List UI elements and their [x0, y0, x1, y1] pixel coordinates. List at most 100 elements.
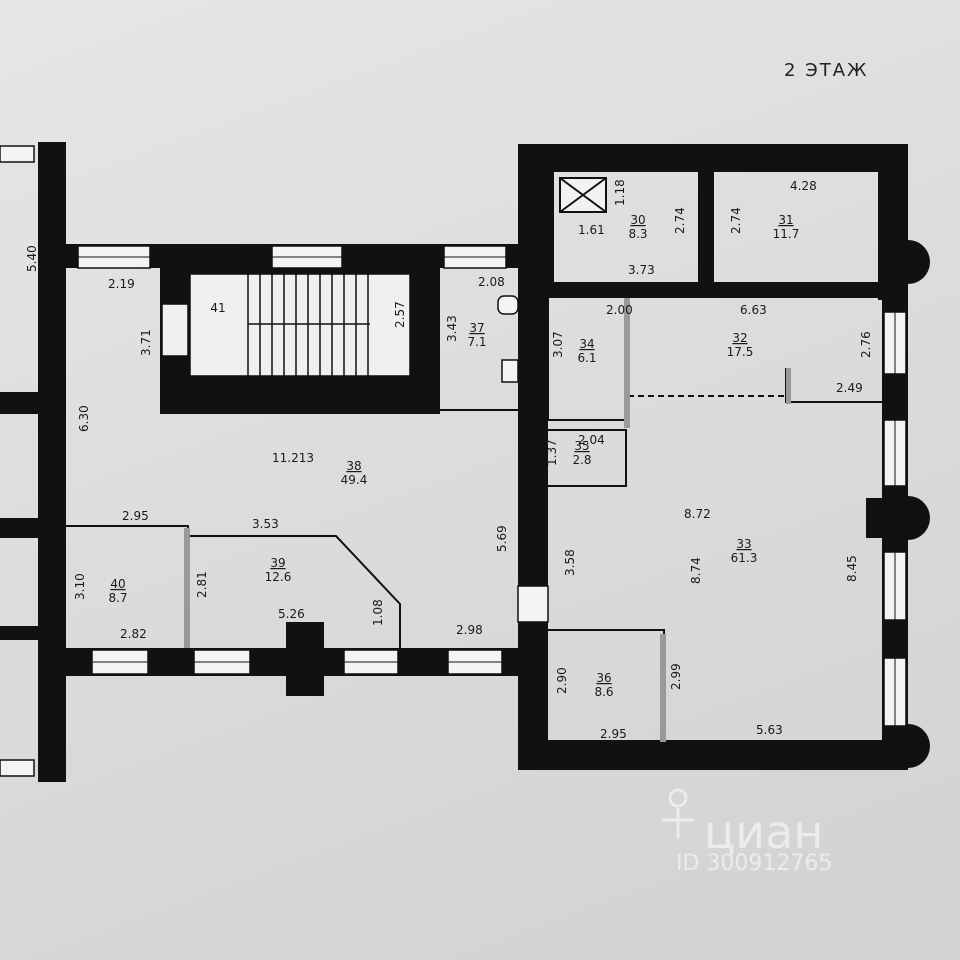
wall-hatched-32 — [786, 368, 791, 404]
room-31-area: 11.7 — [773, 227, 800, 241]
room-34-number: 34 — [579, 337, 594, 351]
dimension-label: 3.53 — [252, 517, 279, 531]
spine-opening — [517, 585, 549, 623]
watermark-brand: циан — [704, 805, 823, 859]
dimension-label: 5.69 — [495, 525, 509, 552]
dimension-label: 1.61 — [578, 223, 605, 237]
window-left-1 — [0, 145, 35, 163]
wall-right-bottom — [518, 740, 908, 770]
room-33-number: 33 — [736, 537, 751, 551]
wall-left-building — [38, 142, 66, 782]
room-34-label: 346.1 — [577, 337, 596, 365]
dimension-label: 5.40 — [25, 245, 39, 272]
dimension-label: 2.57 — [393, 301, 407, 328]
pilaster-bottom-right — [886, 724, 930, 768]
dimension-label: 2.74 — [729, 207, 743, 234]
dimension-label: 11.213 — [272, 451, 314, 465]
room-30-area: 8.3 — [628, 227, 647, 241]
dimension-label: 2.76 — [859, 331, 873, 358]
partition-room-32 — [785, 368, 882, 403]
dimension-label: 2.04 — [578, 433, 605, 447]
room-37-area: 7.1 — [467, 335, 486, 349]
pilaster-top-right — [886, 240, 930, 284]
room-30-number: 30 — [630, 213, 645, 227]
room-38-number: 38 — [346, 459, 361, 473]
dimension-label: 2.90 — [555, 667, 569, 694]
dimension-label: 2.49 — [836, 381, 863, 395]
dimension-label: 3.43 — [445, 315, 459, 342]
room-40-area: 8.7 — [108, 591, 127, 605]
room-37-number: 37 — [469, 321, 484, 335]
staircase — [161, 273, 411, 377]
room-35-label: 352.8 — [572, 439, 591, 467]
watermark-id: ID 300912765 — [676, 851, 832, 876]
dimension-label: 2.19 — [108, 277, 135, 291]
dimension-label: 6.63 — [740, 303, 767, 317]
room-41-label: 41 — [210, 301, 225, 315]
dimension-label: 6.30 — [77, 405, 91, 432]
dimension-label: 2.00 — [606, 303, 633, 317]
dimension-label: 3.10 — [73, 573, 87, 600]
dimension-label: 2.99 — [669, 663, 683, 690]
dimension-label: 2.95 — [600, 727, 627, 741]
dimension-label: 2.81 — [195, 571, 209, 598]
dimension-label: 1.37 — [545, 439, 559, 466]
room-35-area: 2.8 — [572, 453, 591, 467]
dimension-label: 2.95 — [122, 509, 149, 523]
wall-hatched-36 — [660, 634, 666, 742]
dimension-label: 5.26 — [278, 607, 305, 621]
dimension-label: 3.71 — [139, 329, 153, 356]
dimension-label: 1.08 — [371, 599, 385, 626]
wall-left-cross-3 — [0, 626, 66, 640]
dimension-label: 3.07 — [551, 331, 565, 358]
room-39-area: 12.6 — [265, 570, 292, 584]
room-38-area: 49.4 — [341, 473, 368, 487]
dimension-label: 2.08 — [478, 275, 505, 289]
room-33-area: 61.3 — [731, 551, 758, 565]
room-40-number: 40 — [110, 577, 125, 591]
dimension-label: 2.98 — [456, 623, 483, 637]
dimension-label: 2.74 — [673, 207, 687, 234]
partition-room-39 — [190, 535, 401, 648]
room-37-label: 377.1 — [467, 321, 486, 349]
room-34-area: 6.1 — [577, 351, 596, 365]
wall-left-cross-2 — [0, 518, 38, 538]
room-36-number: 36 — [596, 671, 611, 685]
dimension-label: 5.63 — [756, 723, 783, 737]
wall-hatched-34 — [624, 298, 630, 428]
dimension-label: 8.72 — [684, 507, 711, 521]
wall-stair-bottom — [160, 376, 440, 414]
watermark: циан ID 300912765 — [662, 788, 832, 876]
room-32-area: 17.5 — [727, 345, 754, 359]
floor-label: 2 ЭТАЖ — [784, 60, 868, 81]
dimension-label: 2.82 — [120, 627, 147, 641]
elevator-shaft — [559, 177, 607, 213]
room-30-label: 308.3 — [628, 213, 647, 241]
wall-below-30-31 — [548, 282, 908, 298]
dimension-label: 1.18 — [613, 179, 627, 206]
wall-right-top — [518, 144, 908, 172]
dimension-label: 8.45 — [845, 555, 859, 582]
dimension-label: 3.73 — [628, 263, 655, 277]
pilaster-mid-right-block — [866, 498, 906, 538]
wall-right-left-upper — [518, 144, 554, 294]
toilet-fixture — [497, 295, 519, 315]
dimension-label: 4.28 — [790, 179, 817, 193]
sink-fixture — [501, 359, 519, 383]
room-32-number: 32 — [732, 331, 747, 345]
room-40-label: 408.7 — [108, 577, 127, 605]
room-41-number: 41 — [210, 301, 225, 315]
wall-30-31-divider — [698, 172, 714, 284]
room-35-number: 35 — [574, 439, 589, 453]
dimension-label: 3.58 — [563, 549, 577, 576]
window-left-2 — [0, 759, 35, 777]
wall-hatched-40 — [184, 528, 190, 648]
wall-spine — [518, 290, 548, 770]
